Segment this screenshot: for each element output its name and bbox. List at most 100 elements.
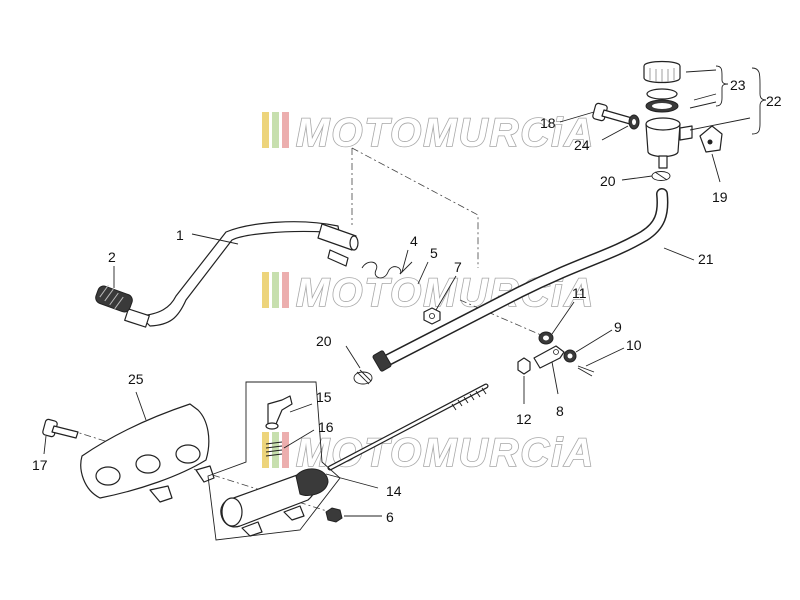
master-cylinder-boot: [295, 468, 329, 496]
mounting-nut: [325, 507, 343, 523]
watermark-stripe: [262, 112, 269, 148]
leader-line: [289, 403, 313, 413]
elbow-body: [267, 395, 293, 425]
callout-20-lower: 20: [316, 333, 332, 349]
pivot-nut: [423, 307, 441, 325]
footpeg-rubber: [95, 284, 133, 313]
callout-22: 22: [766, 93, 782, 109]
pedal-pivot-end: [349, 235, 359, 251]
leader-lines: [43, 69, 751, 517]
leader-line: [325, 473, 379, 489]
master-cylinder-bore: [221, 497, 243, 527]
leader-line: [685, 69, 751, 131]
clevis-washer: [563, 349, 577, 363]
watermark-bottom: MOTOMURCiA: [262, 430, 595, 476]
callout-25: 25: [128, 371, 144, 387]
leader-line: [43, 435, 47, 455]
hose-inner: [379, 189, 667, 367]
brake-hose: [372, 188, 669, 372]
clevis-nut-11-hole: [543, 335, 549, 341]
leader-line: [435, 275, 457, 311]
clevis-nut-11: [538, 331, 554, 345]
leader-line: [575, 329, 613, 353]
clevis-fork-body: [533, 345, 565, 369]
reservoir-mount-tab: [679, 125, 693, 141]
master-cylinder: [220, 468, 329, 537]
watermark-text: MOTOMURCiA: [296, 431, 595, 475]
callout-9: 9: [614, 319, 622, 335]
pushrod-nut-body: [517, 357, 531, 375]
watermark-stripe: [272, 272, 279, 308]
callout-19: 19: [712, 189, 728, 205]
elbow-end: [265, 422, 279, 430]
spring-coil: [361, 261, 402, 279]
master-cylinder-flange: [241, 505, 305, 537]
watermark-stripe: [272, 432, 279, 468]
pivot-nut-hole: [428, 312, 435, 319]
leader-line: [551, 361, 559, 395]
callout-11: 11: [572, 285, 587, 301]
master-cylinder-outline: [207, 381, 341, 541]
brake-pedal-lever: [124, 221, 359, 328]
pushrod-thread: [451, 387, 487, 411]
callout-21: 21: [698, 251, 714, 267]
leader-line: [559, 111, 595, 123]
callout-5: 5: [430, 245, 438, 261]
callout-7: 7: [454, 259, 462, 275]
callout-17: 17: [32, 457, 48, 473]
reservoir-gasket-2-hole: [652, 103, 672, 109]
assembly-line: [351, 147, 479, 268]
callout-23: 23: [730, 77, 746, 93]
assembly-line: [459, 299, 549, 339]
watermark-stripe: [282, 432, 289, 468]
callout-16: 16: [318, 419, 334, 435]
pedal-pivot-boss: [317, 223, 357, 251]
clevis-fork: [533, 345, 565, 369]
watermark-top: MOTOMURCiA: [262, 110, 595, 156]
leader-line: [551, 301, 575, 335]
watermark-text: MOTOMURCiA: [296, 111, 595, 155]
reservoir-cap-ribs: [649, 68, 675, 82]
leader-line: [401, 249, 409, 273]
reservoir-gasket-1: [646, 88, 678, 100]
master-cylinder-pushrod: [327, 383, 489, 471]
leader-line: [345, 345, 361, 369]
callout-18: 18: [540, 115, 556, 131]
heel-guard-bolt-shank: [51, 425, 79, 439]
leader-line: [135, 391, 147, 421]
leader-line: [711, 153, 721, 183]
leader-line: [283, 429, 315, 449]
split-pin: [577, 365, 595, 377]
pushrod-shaft-highlight: [328, 384, 488, 470]
reservoir-washer-hole: [632, 119, 636, 125]
watermark-stripe: [262, 432, 269, 468]
fitting-spring: [265, 441, 283, 457]
leader-line: [601, 125, 629, 141]
callout-20-upper: 20: [600, 173, 616, 189]
reservoir-outlet: [658, 155, 668, 169]
callout-10: 10: [626, 337, 642, 353]
callout-8: 8: [556, 403, 564, 419]
callout-14: 14: [386, 483, 402, 499]
reservoir-bolt: [592, 102, 633, 125]
leader-line: [191, 233, 239, 245]
watermark-stripe: [262, 272, 269, 308]
brace-23: [715, 65, 729, 107]
callout-labels: 1 2 4 5 7 20 11 9 10 8 12 21 20 19 18 24…: [32, 77, 782, 525]
leader-line: [585, 347, 625, 367]
reservoir-washer: [628, 114, 640, 130]
hose-clamp-lower: [353, 369, 373, 385]
watermark-stripe: [282, 112, 289, 148]
pushrod-nut: [517, 357, 531, 375]
footpeg-stub: [124, 308, 150, 328]
heel-guard-mount-tabs: [149, 465, 215, 503]
watermark-stripe: [282, 272, 289, 308]
leader-line: [621, 175, 653, 181]
callout-12: 12: [516, 411, 532, 427]
assembly-frame: [207, 381, 341, 541]
heel-guard-bolt: [42, 418, 79, 439]
callout-2: 2: [108, 249, 116, 265]
heel-guard-hole: [95, 466, 121, 486]
